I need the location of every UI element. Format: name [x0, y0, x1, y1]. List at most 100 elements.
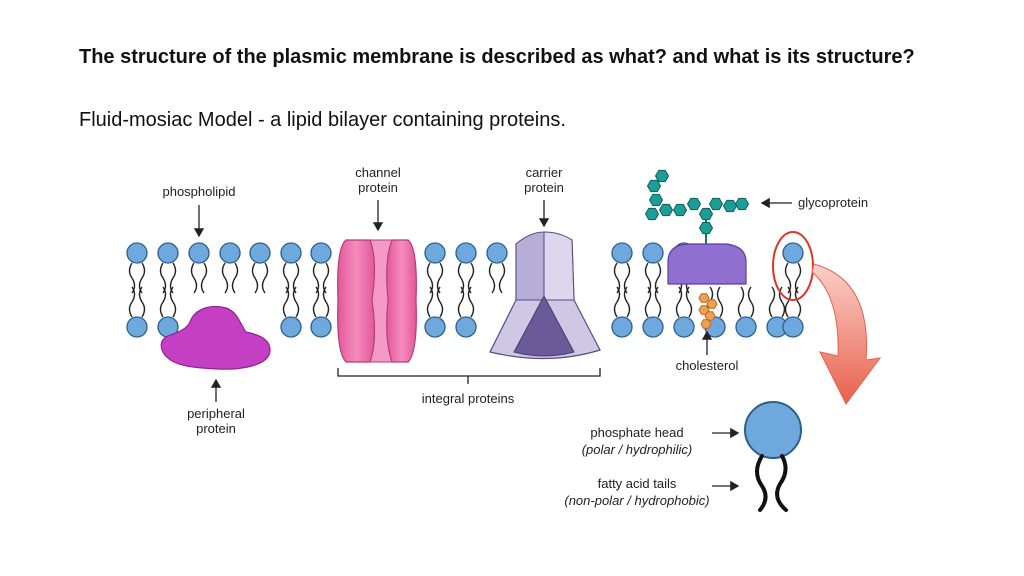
cholesterol-ring [704, 311, 716, 321]
sugar-unit [658, 203, 674, 217]
fatty-acid-tail [747, 286, 755, 318]
fatty-acid-tail [644, 262, 652, 294]
fatty-acid-tail [200, 262, 208, 294]
fatty-acid-tail [768, 286, 776, 318]
phosphate-head [310, 316, 332, 338]
phosphate-head [310, 242, 332, 264]
phospholipid-detail [744, 401, 802, 512]
sugar-unit [654, 169, 670, 183]
fatty-acid-tail [784, 286, 792, 318]
fatty-acid-tail [282, 286, 290, 318]
phosphate-head [782, 316, 804, 338]
fatty-acid-tail [426, 286, 434, 318]
fatty-acid-tail [675, 286, 683, 318]
phosphate-head [611, 316, 633, 338]
phosphate-head [735, 316, 757, 338]
sugar-unit [648, 193, 664, 207]
fatty-acid-tail [322, 262, 330, 294]
sugar-unit [734, 197, 750, 211]
peripheral-protein [160, 305, 271, 370]
fatty-acid-tail [613, 286, 621, 318]
fatty-acid-tail [716, 286, 724, 318]
lipid-bilayer [126, 242, 804, 338]
sugar-unit [686, 197, 702, 211]
phosphate-head [280, 242, 302, 264]
fatty-acid-tail [261, 262, 269, 294]
label-fatty-acid: fatty acid tails [598, 476, 677, 491]
fatty-acid-tail [654, 262, 662, 294]
phosphate-head [126, 316, 148, 338]
fatty-acid-tail [623, 286, 631, 318]
fatty-acid-tail [292, 262, 300, 294]
label-peripheral-2: protein [196, 421, 236, 436]
phosphate-head [455, 242, 477, 264]
phosphate-head [673, 316, 695, 338]
phosphate-head [219, 242, 241, 264]
phosphate-head [642, 242, 664, 264]
phosphate-head [782, 242, 804, 264]
cholesterol-ring [698, 293, 710, 303]
phosphate-head [486, 242, 508, 264]
fatty-acid-tail [169, 262, 177, 294]
fatty-acid-tail [488, 262, 496, 294]
fatty-acid-tail [312, 262, 320, 294]
phosphate-head [157, 242, 179, 264]
fatty-acid-tail [623, 262, 631, 294]
phosphate-head [188, 242, 210, 264]
label-phosphate-head: phosphate head [590, 425, 683, 440]
label-peripheral-1: peripheral [187, 406, 245, 421]
sugar-unit [672, 203, 688, 217]
sugar-unit [708, 197, 724, 211]
fatty-acid-tail [613, 262, 621, 294]
fatty-acid-tail [251, 262, 259, 294]
label-carrier-1: carrier [526, 165, 564, 180]
glycoprotein [644, 169, 750, 285]
label-phospholipid: phospholipid [162, 184, 235, 199]
fatty-acid-tail [128, 286, 136, 318]
fatty-acid-tail [159, 262, 167, 294]
label-carrier-2: protein [524, 180, 564, 195]
fatty-acid-tail [467, 286, 475, 318]
cholesterol-molecule [698, 293, 718, 329]
phosphate-head [455, 316, 477, 338]
fatty-acid-tail [190, 262, 198, 294]
fatty-acid-tail [138, 286, 146, 318]
fatty-acid-tail [436, 286, 444, 318]
fatty-acid-tail [654, 286, 662, 318]
integral-bracket [337, 368, 601, 384]
carrier-protein [489, 231, 601, 360]
sugar-unit [698, 207, 714, 221]
fatty-acid-tail [685, 286, 693, 318]
fatty-acid-tail [737, 286, 745, 318]
fatty-acid-tail [138, 262, 146, 294]
fatty-acid-tail [498, 262, 506, 294]
phosphate-head [280, 316, 302, 338]
fatty-acid-tail [128, 262, 136, 294]
fatty-acid-tail [436, 262, 444, 294]
fatty-acid-tail [794, 262, 802, 294]
phosphate-head [642, 316, 664, 338]
fatty-acid-tail [794, 286, 802, 318]
sugar-unit [722, 199, 738, 213]
phosphate-head [611, 242, 633, 264]
fatty-acid-tail [322, 286, 330, 318]
fatty-acid-tail [159, 286, 167, 318]
fatty-acid-tail [457, 262, 465, 294]
phosphate-head [249, 242, 271, 264]
label-glycoprotein: glycoprotein [798, 195, 868, 210]
fatty-acid-tail [467, 262, 475, 294]
label-channel-2: protein [358, 180, 398, 195]
sugar-chain [644, 169, 750, 244]
fatty-acid-tail [457, 286, 465, 318]
fatty-acid-tail [312, 286, 320, 318]
fatty-acid-tail [221, 262, 229, 294]
channel-protein [337, 239, 417, 363]
phosphate-head [424, 316, 446, 338]
label-fatty-acid-note: (non-polar / hydrophobic) [564, 493, 709, 508]
phosphate-head [424, 242, 446, 264]
fatty-acid-tail [282, 262, 290, 294]
fatty-acid-tail [784, 262, 792, 294]
cholesterol-ring [706, 299, 718, 309]
sugar-unit [644, 207, 660, 221]
